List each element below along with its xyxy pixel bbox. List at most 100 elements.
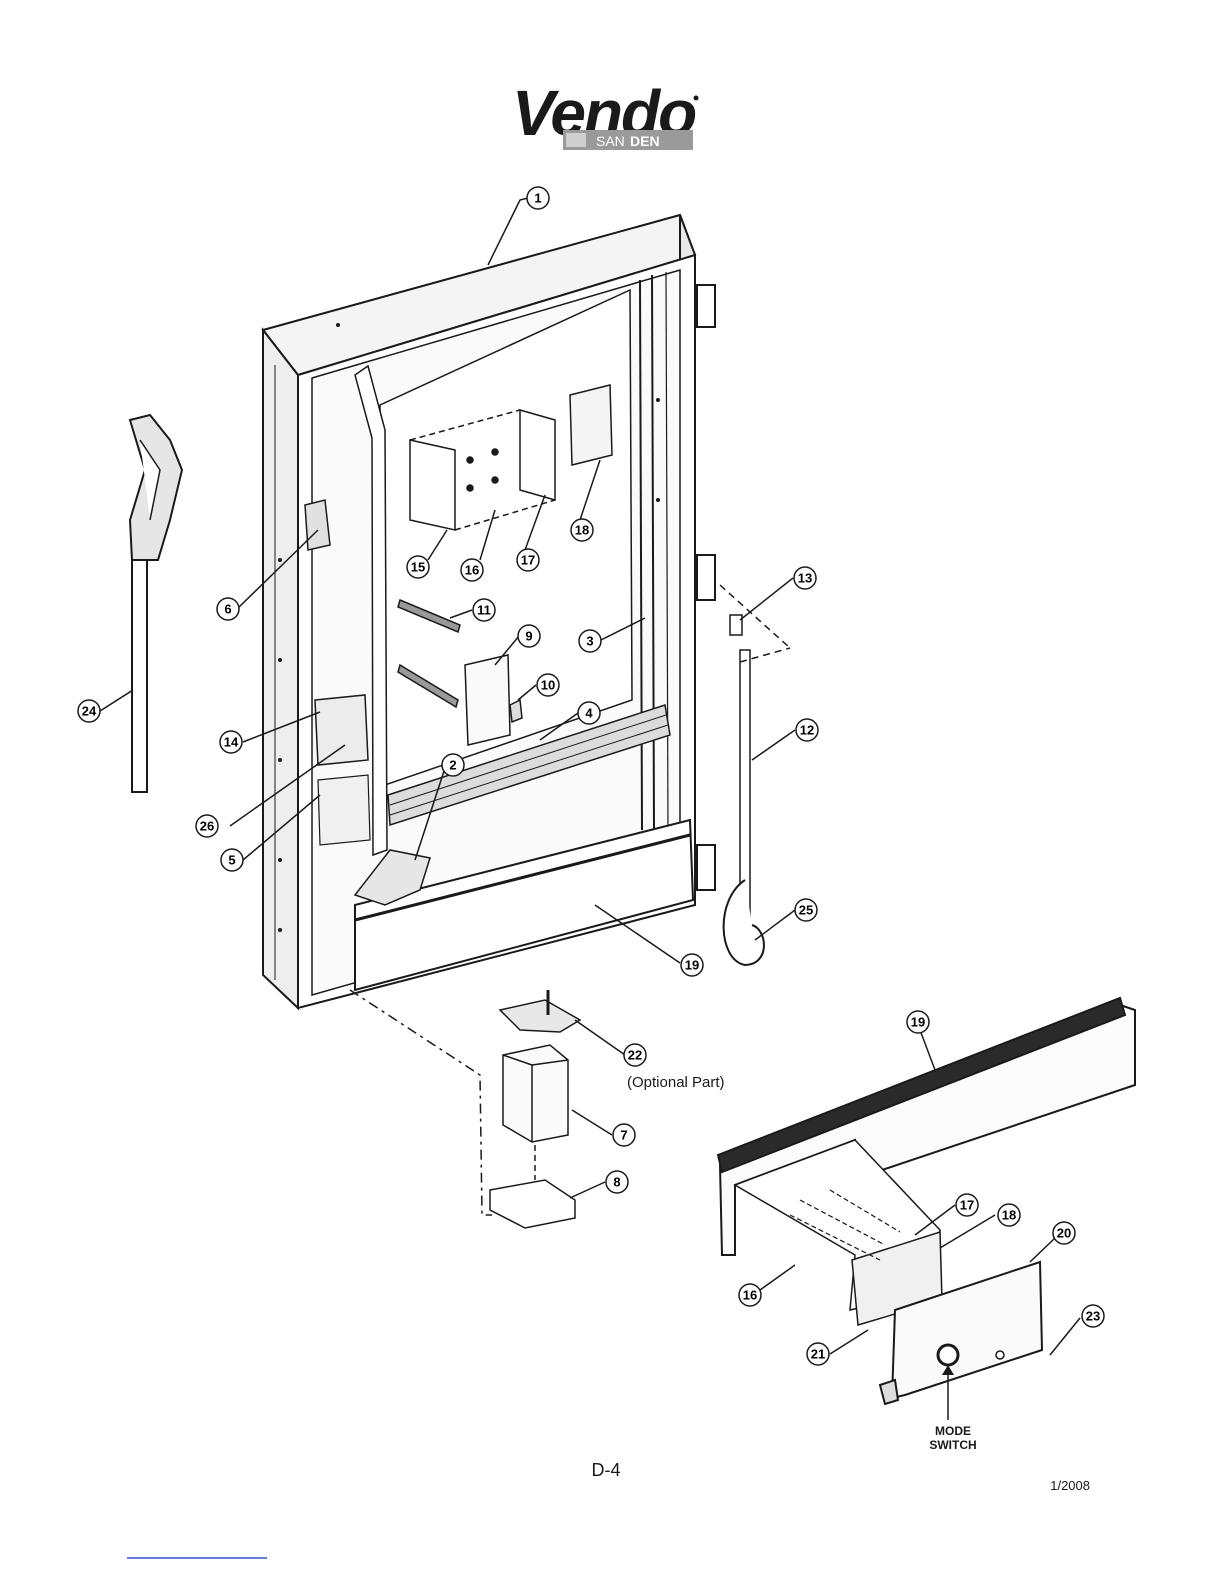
leader-7 <box>572 1110 612 1135</box>
coin-box-assembly <box>490 990 580 1228</box>
kick-panel-exploded <box>718 998 1135 1404</box>
callout-label-18a: 18 <box>575 523 589 538</box>
callout-3: 3 <box>579 630 601 652</box>
lower-lock-housing <box>318 775 370 845</box>
callout-label-16b: 16 <box>743 1288 757 1303</box>
leader-19b <box>920 1030 935 1070</box>
leader-12 <box>752 730 795 760</box>
hinge-mid <box>697 555 715 600</box>
control-board <box>570 385 612 465</box>
callout-label-8: 8 <box>613 1175 620 1190</box>
callout-9: 9 <box>518 625 540 647</box>
callout-24: 24 <box>78 700 100 722</box>
callout-5: 5 <box>221 849 243 871</box>
callout-22: 22 <box>624 1044 646 1066</box>
callout-14: 14 <box>220 731 242 753</box>
callout-26: 26 <box>196 815 218 837</box>
callout-18a: 18 <box>571 519 593 541</box>
callout-8: 8 <box>606 1171 628 1193</box>
hinge-bottom <box>697 845 715 890</box>
standoff <box>467 485 473 491</box>
sanden-left: SAN <box>596 133 625 149</box>
callout-label-10: 10 <box>541 678 555 693</box>
leader-18b <box>940 1215 995 1248</box>
standoff <box>492 449 498 455</box>
page-number: D-4 <box>591 1460 620 1480</box>
side-rail-assembly <box>720 585 790 965</box>
callout-16b: 16 <box>739 1284 761 1306</box>
hinge-top <box>697 285 715 327</box>
leader-24 <box>100 690 133 711</box>
switch-label: SWITCH <box>929 1438 976 1452</box>
leader-21 <box>830 1330 868 1354</box>
callout-11: 11 <box>473 599 495 621</box>
rivet <box>336 323 340 327</box>
mode-switch <box>938 1345 958 1365</box>
rivet <box>656 398 660 402</box>
callout-18b: 18 <box>998 1204 1020 1226</box>
rivet <box>278 758 282 762</box>
callout-7: 7 <box>613 1124 635 1146</box>
callout-21: 21 <box>807 1343 829 1365</box>
leader-25 <box>755 910 795 940</box>
leader-23 <box>1050 1318 1080 1355</box>
callout-label-14: 14 <box>224 735 239 750</box>
callout-19b: 19 <box>907 1011 929 1033</box>
callout-label-15: 15 <box>411 560 425 575</box>
callout-label-16a: 16 <box>465 563 479 578</box>
lock-mechanism <box>315 695 368 765</box>
callout-label-25: 25 <box>799 903 813 918</box>
callout-label-22: 22 <box>628 1048 642 1063</box>
registered-mark <box>694 96 699 101</box>
leader-13 <box>740 578 793 620</box>
leader-20 <box>1030 1238 1055 1262</box>
mount-foot <box>880 1380 898 1404</box>
bracket-right-plate <box>520 410 555 500</box>
sanden-right: DEN <box>630 133 660 149</box>
leader-8 <box>570 1182 605 1198</box>
cover-hole <box>996 1351 1004 1359</box>
callout-15: 15 <box>407 556 429 578</box>
callout-label-9: 9 <box>525 629 532 644</box>
callout-1: 1 <box>527 187 549 209</box>
callout-label-13: 13 <box>798 571 812 586</box>
handle-assembly <box>130 415 182 792</box>
callout-10: 10 <box>537 674 559 696</box>
mode-label: MODE <box>935 1424 971 1438</box>
leader-1 <box>488 198 528 265</box>
standoff <box>492 477 498 483</box>
rail-clip <box>730 615 742 635</box>
rivet <box>278 858 282 862</box>
leader-22 <box>575 1020 625 1055</box>
revision-date: 1/2008 <box>1050 1478 1090 1493</box>
callout-label-20: 20 <box>1057 1226 1071 1241</box>
rivet <box>278 928 282 932</box>
handle-rod <box>132 560 147 792</box>
optional-bracket <box>500 1000 580 1032</box>
callout-label-4: 4 <box>585 706 593 721</box>
callout-label-23: 23 <box>1086 1309 1100 1324</box>
door-left-wall <box>263 330 298 1008</box>
callout-label-6: 6 <box>224 602 231 617</box>
vendo-logo: Vendo SAN DEN <box>512 77 699 150</box>
keypad-plate <box>465 655 510 745</box>
callout-label-24: 24 <box>82 704 97 719</box>
latch-bracket <box>305 500 330 550</box>
rivet <box>278 558 282 562</box>
callout-17a: 17 <box>517 549 539 571</box>
callout-label-19b: 19 <box>911 1015 925 1030</box>
callout-19a: 19 <box>681 954 703 976</box>
keypad-clip <box>510 700 522 722</box>
rivet <box>656 498 660 502</box>
callout-label-21: 21 <box>811 1347 825 1362</box>
callout-25: 25 <box>795 899 817 921</box>
callout-12: 12 <box>796 719 818 741</box>
callout-label-2: 2 <box>449 758 456 773</box>
callout-13: 13 <box>794 567 816 589</box>
callout-label-17a: 17 <box>521 553 535 568</box>
callout-2: 2 <box>442 754 464 776</box>
callout-23: 23 <box>1082 1305 1104 1327</box>
callout-20: 20 <box>1053 1222 1075 1244</box>
bracket-left-plate <box>410 440 455 530</box>
